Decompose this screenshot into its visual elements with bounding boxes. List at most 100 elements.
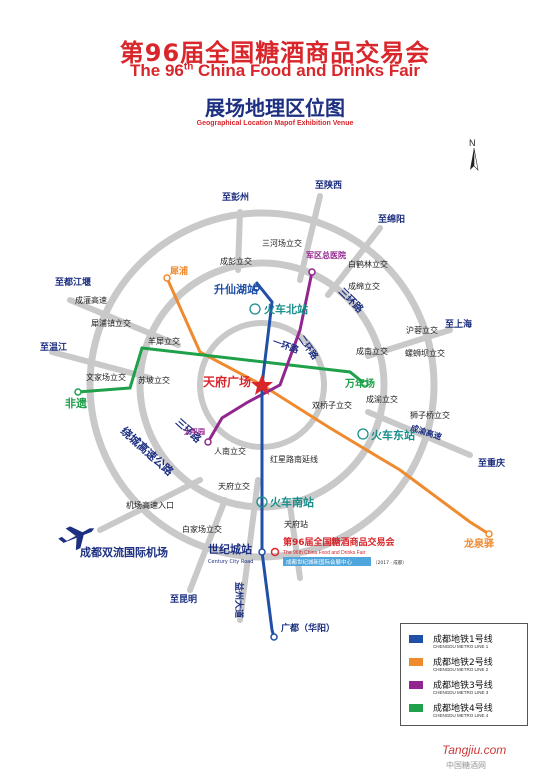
venue-info: 第96届全国糖酒商品交易会 The 96th China Food and Dr… <box>283 536 407 566</box>
title-en-pre: The 96 <box>130 61 184 80</box>
page-title-en: The 96th China Food and Drinks Fair <box>0 61 550 81</box>
station-label: 太平园 <box>184 427 205 436</box>
legend-label: 成都地铁1号线 <box>433 635 493 645</box>
legend-swatch <box>409 704 423 712</box>
train-icon-north <box>249 303 261 315</box>
direction-label: 至都江堰 <box>55 276 91 288</box>
highway-meishan <box>237 477 261 623</box>
station-dot-shijicheng <box>258 548 266 556</box>
venue-title: 第96届全国糖酒商品交易会 <box>283 536 396 548</box>
highway-shaanxi <box>297 193 323 283</box>
legend-label: 成都地铁2号线 <box>433 658 493 668</box>
airport-label: 成都双流国际机场 <box>80 545 168 559</box>
direction-label: 至上海 <box>445 318 472 330</box>
station-dot-longquanyi <box>485 530 493 538</box>
metro-line-1 <box>254 281 276 638</box>
watermark-brand: Tangjiu.com <box>442 743 507 757</box>
station-dot-junqu <box>308 268 316 276</box>
legend-label-en: CHENGDU METRO LINE 4 <box>433 713 489 718</box>
legend-swatch <box>409 681 423 689</box>
interchange-label: 文家场立交 <box>86 372 126 382</box>
interchange-label: 成彭立交 <box>220 256 252 266</box>
station-label: Century City Road <box>208 559 253 565</box>
station-label: 升仙湖站 <box>214 282 258 296</box>
direction-label: 至陕西 <box>315 179 342 191</box>
interchange-label: 白鹤林立交 <box>348 259 388 269</box>
legend-label-en: CHENGDU METRO LINE 2 <box>433 667 489 672</box>
interchange-label: 苏坡立交 <box>138 375 170 385</box>
venue-marker-icon <box>270 547 280 557</box>
direction-label: 至昆明 <box>170 594 197 605</box>
interchange-label: 成南立交 <box>356 346 388 356</box>
station-dot-guangdu <box>270 633 278 641</box>
airplane-icon <box>58 526 95 551</box>
interchange-label: 狮子桥立交 <box>410 410 450 420</box>
interchange-label: 机场高速入口 <box>126 500 174 510</box>
highway-dujiangyan <box>67 297 181 348</box>
station-label: 龙泉驿 <box>463 537 495 550</box>
station-label: 火车南站 <box>270 495 314 509</box>
interchange-label: 人南立交 <box>214 446 246 456</box>
highway-shanghai <box>365 327 453 359</box>
interchange-label: 沪蓉立交 <box>406 325 438 335</box>
interchange-label: 螺蛳坝立交 <box>405 348 445 358</box>
page-title: 第96届全国糖酒商品交易会 <box>119 39 431 67</box>
interchange-label: 成绵立交 <box>348 281 380 291</box>
interchange-label: 天府站 <box>284 519 308 529</box>
page-subtitle-en: Geographical Location Mapof Exhibition V… <box>196 120 354 127</box>
venue-hall: 成都世纪城新国际会展中心 <box>286 558 353 566</box>
legend-swatch <box>409 635 423 643</box>
legend-item-line-3: 成都地铁3号线 CHENGDU METRO LINE 3 <box>409 678 525 700</box>
station-label: 世纪城站 <box>208 542 252 556</box>
interchange-label: 红星路南延线 <box>270 454 318 464</box>
station-label: 火车北站 <box>264 302 308 316</box>
interchange-label: 成灌高速 <box>75 295 107 305</box>
station-label: 军区总医院 <box>306 250 346 260</box>
interchange-label: 双桥子立交 <box>312 400 352 410</box>
title-en-post: China Food and Drinks Fair <box>193 61 420 80</box>
direction-labels: 至彭州 至陕西 至绵阳 至上海 至重庆 至温江 至都江堰 至昆明 <box>40 179 505 605</box>
north-arrow-icon: N <box>469 138 479 171</box>
road-labels: 绕城高速公路 三环路 三环路 二环路 一环路 成渝高速 益州大道 <box>118 285 443 618</box>
train-icon-east <box>357 428 369 440</box>
legend-label-en: CHENGDU METRO LINE 3 <box>433 690 489 695</box>
station-dot-xipu <box>163 274 171 282</box>
station-dot-wannianchang <box>361 380 369 388</box>
highway-pengzhou <box>235 209 243 273</box>
station-markers <box>74 268 493 641</box>
interchange-labels: 成彭立交 三河场立交 白鹤林立交 成绵立交 沪蓉立交 成南立交 螺蛳坝立交 成渝… <box>75 238 450 534</box>
direction-label: 至绵阳 <box>378 213 405 225</box>
metro-line-2 <box>165 277 490 536</box>
interchange-label: 成渝立交 <box>366 394 398 404</box>
interchange-label: 羊犀立交 <box>148 336 180 346</box>
highway-mianyang <box>325 225 383 298</box>
train-station-icons <box>249 303 369 508</box>
watermark-cn: 中国糖酒网 <box>446 761 486 770</box>
metro-line-3 <box>206 271 314 443</box>
direction-label: 至温江 <box>40 341 67 353</box>
legend-label-en: CHENGDU METRO LINE 1 <box>433 644 489 649</box>
highway-chongqing <box>365 409 473 458</box>
venue-title-en: The 96th China Food and Drinks Fair <box>283 550 366 556</box>
legend-label: 成都地铁3号线 <box>433 681 493 691</box>
venue-note: （2017 · 成都） <box>373 559 407 566</box>
svg-text:N: N <box>469 138 476 148</box>
station-label: 万年场 <box>344 377 375 390</box>
station-label: 天府广场 <box>203 374 251 389</box>
radial-highways <box>49 193 473 623</box>
interchange-label: 天府立交 <box>218 481 250 491</box>
legend-swatch <box>409 658 423 666</box>
highway-kunming <box>187 497 228 593</box>
road-label: 益州大道 <box>233 582 245 618</box>
station-label: 广都（华阳） <box>281 622 335 634</box>
legend-item-line-4: 成都地铁4号线 CHENGDU METRO LINE 4 <box>409 701 525 723</box>
star-icon <box>251 374 273 395</box>
title-en-sup: th <box>183 61 194 73</box>
station-label: 火车东站 <box>371 428 415 442</box>
direction-label: 至重庆 <box>478 457 505 469</box>
legend-item-line-1: 成都地铁1号线 CHENGDU METRO LINE 1 <box>409 632 525 654</box>
interchange-label: 犀浦镇立交 <box>91 318 131 328</box>
interchange-label: 三河场立交 <box>262 238 302 248</box>
station-dot-shengxianhu <box>252 284 260 292</box>
